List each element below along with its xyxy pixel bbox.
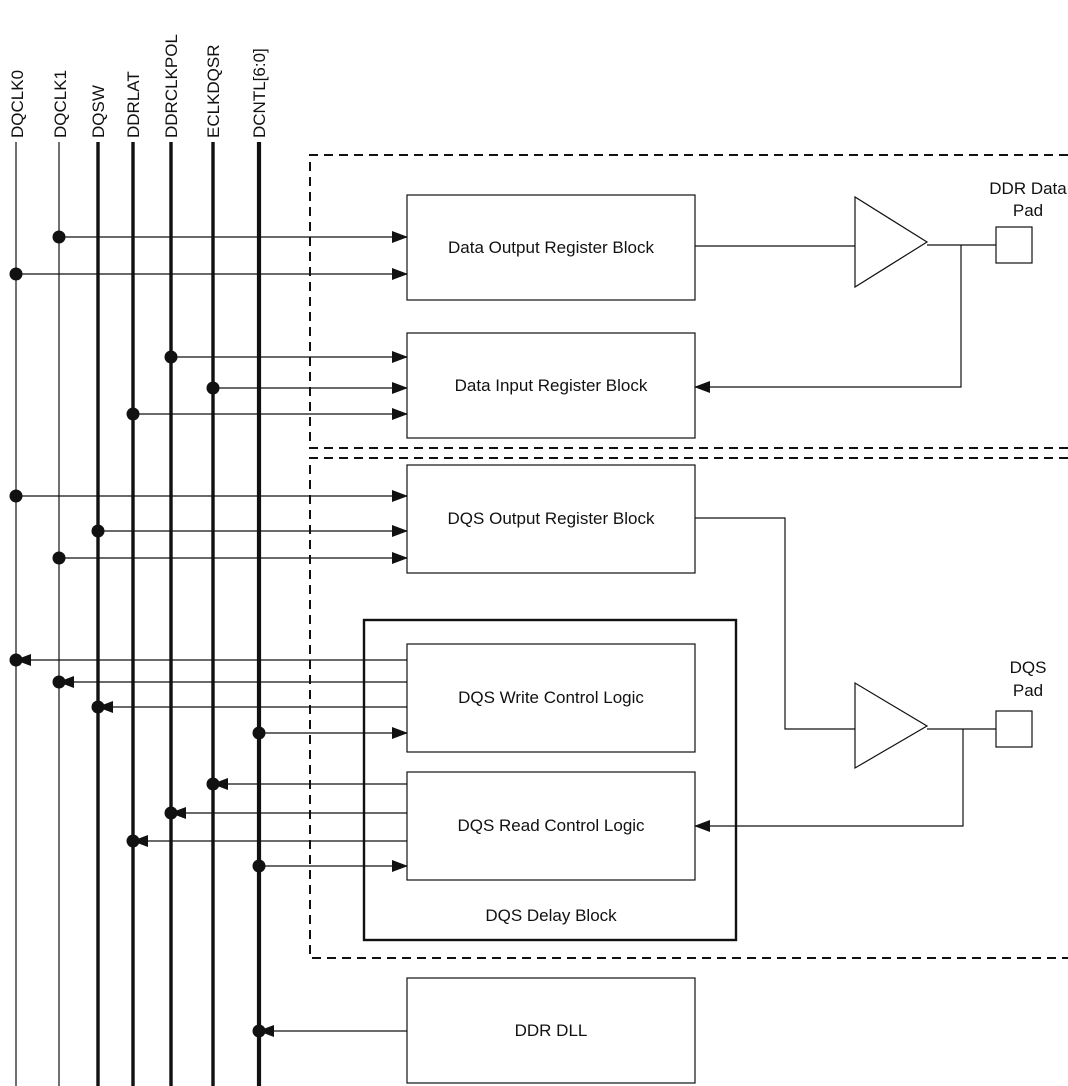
junction-dot (164, 350, 178, 364)
signal-label-ddrclkpol: DDRCLKPOL (162, 34, 181, 138)
signal-label-dqsw: DQSW (89, 85, 108, 138)
data-input-register-label: Data Input Register Block (455, 376, 648, 395)
junction-dot (9, 653, 23, 667)
signal-label-eclkdqsr: ECLKDQSR (204, 44, 223, 138)
signal-label-ddrlat: DDRLAT (124, 71, 143, 138)
dqs-output-buffer (854, 681, 929, 770)
junction-dot (206, 777, 220, 791)
junction-dot (126, 834, 140, 848)
junction-dot (206, 381, 220, 395)
dqs-output-register-label: DQS Output Register Block (448, 509, 655, 528)
ddr-dll-label: DDR DLL (515, 1021, 588, 1040)
dqs-pad-label-line2: Pad (1013, 681, 1043, 700)
junction-dot (164, 806, 178, 820)
ddr-data-pad-label-line2: Pad (1013, 201, 1043, 220)
signal-label-dqclk1: DQCLK1 (51, 70, 70, 138)
junction-dot (126, 407, 140, 421)
data-input-register-block (406, 332, 696, 439)
data-output-buffer (854, 195, 929, 289)
data-output-register-block (406, 194, 696, 301)
dqs-read-control-label: DQS Read Control Logic (457, 816, 645, 835)
junction-dot (52, 230, 66, 244)
signal-label-dcntl: DCNTL[6:0] (250, 48, 269, 138)
dqs-output-register-block (406, 464, 696, 574)
dqs-pad (995, 710, 1033, 748)
junction-dot (91, 524, 105, 538)
junction-dot (9, 489, 23, 503)
data-pad-feedback-wire (694, 245, 962, 393)
junction-dot (252, 1024, 266, 1038)
signal-label-dqclk0: DQCLK0 (8, 70, 27, 138)
junction-dot (252, 859, 266, 873)
dqs-write-control-logic (406, 643, 696, 753)
dqs-region-boundary (309, 457, 1068, 959)
ddr-dll-block (406, 977, 696, 1084)
dqs-write-control-label: DQS Write Control Logic (458, 688, 644, 707)
junction-dot (91, 700, 105, 714)
dqs-delay-block (362, 618, 738, 942)
junction-dot (9, 267, 23, 281)
dqs-delay-block-label: DQS Delay Block (485, 906, 617, 925)
dqs-output-to-buffer-wire (695, 517, 855, 730)
ddr-data-pad (995, 226, 1033, 264)
dqs-pad-label-line1: DQS (1010, 658, 1047, 677)
junction-dot (252, 726, 266, 740)
data-output-register-label: Data Output Register Block (448, 238, 654, 257)
ddr-data-pad-label-line1: DDR Data (989, 179, 1067, 198)
junction-dots (9, 230, 266, 1038)
junction-dot (52, 675, 66, 689)
dqs-read-control-logic (406, 771, 696, 881)
dqs-pad-feedback-wire (694, 729, 964, 832)
data-region-boundary (309, 154, 1068, 449)
junction-dot (52, 551, 66, 565)
